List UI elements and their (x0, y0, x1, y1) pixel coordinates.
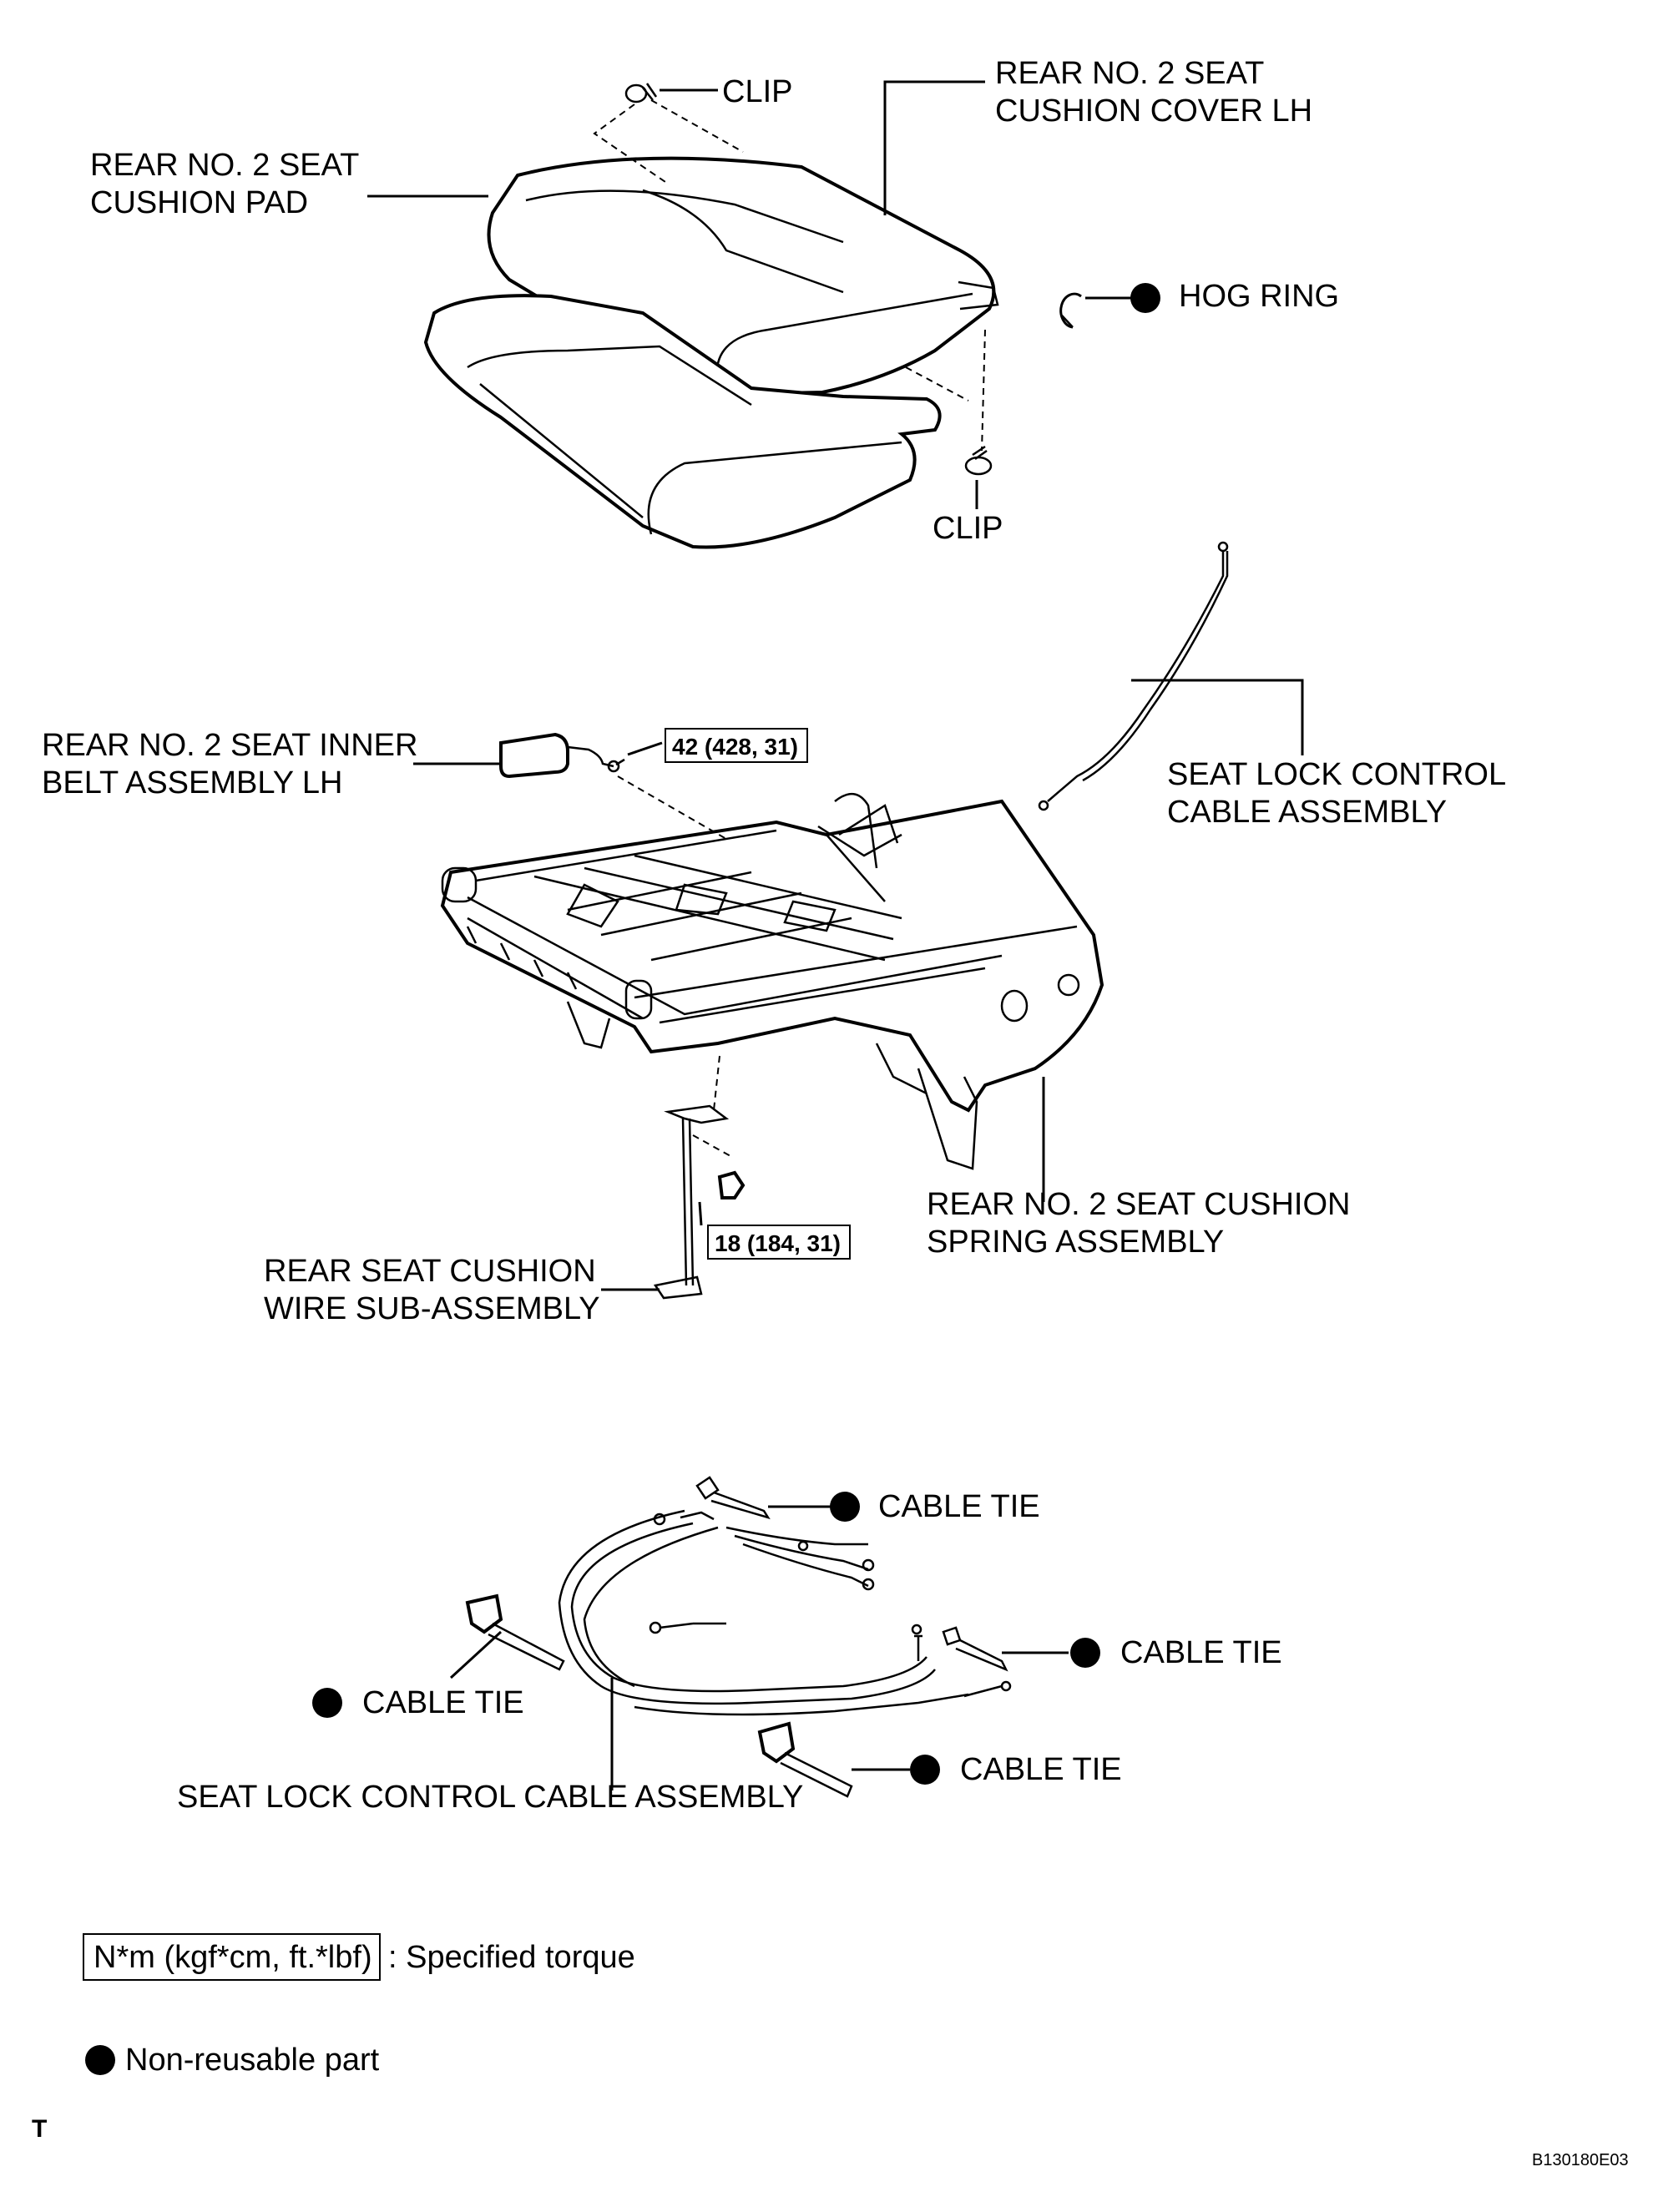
legend-nonreusable-text: Non-reusable part (125, 2043, 380, 2078)
cushion-cover-label-line2: CUSHION COVER LH (995, 93, 1312, 129)
cable-tie-3-icon (942, 1626, 1008, 1672)
clip-top-icon (624, 83, 658, 104)
upper-cable-label-line2: CABLE ASSEMBLY (1167, 795, 1447, 830)
seat-lock-control-cable-lower-illustration (558, 1509, 1012, 1716)
cable-tie-4-label: CABLE TIE (960, 1752, 1122, 1787)
torque-42-label: 42 (428, 31) (672, 734, 798, 760)
cushion-pad-label-line2: CUSHION PAD (90, 185, 308, 220)
legend-torque-box (83, 1933, 381, 1981)
seat-cushion-wire-illustration (653, 1104, 730, 1300)
legend-torque-desc: : Specified torque (388, 1940, 635, 1975)
wire-sub-assembly-label-line2: WIRE SUB-ASSEMBLY (264, 1291, 600, 1326)
clip-bottom-icon (964, 445, 993, 476)
nonreusable-dot-tie-4 (910, 1755, 940, 1785)
footer-figure-code: B130180E03 (1532, 2151, 1629, 2169)
wire-sub-assembly-label-line1: REAR SEAT CUSHION (264, 1254, 596, 1289)
seat-inner-belt-illustration (499, 732, 625, 779)
torque-box-42 (665, 728, 808, 763)
spring-assembly-label-line2: SPRING ASSEMBLY (927, 1225, 1224, 1260)
cable-tie-2-label: CABLE TIE (362, 1685, 524, 1720)
clip-bottom-label: CLIP (933, 511, 1003, 546)
cable-tie-4-icon (757, 1721, 853, 1798)
seat-cushion-pad-illustration (423, 294, 942, 549)
nut-18-icon (717, 1170, 746, 1199)
hog-ring-icon (1059, 292, 1082, 329)
cushion-cover-label-line1: REAR NO. 2 SEAT (995, 56, 1264, 91)
inner-belt-label-line2: BELT ASSEMBLY LH (42, 765, 342, 800)
footer-left-mark: T (32, 2115, 47, 2143)
cable-tie-1-label: CABLE TIE (878, 1489, 1040, 1524)
cable-tie-2-icon (465, 1593, 565, 1671)
seat-lock-control-cable-upper-illustration (1038, 541, 1229, 811)
torque-18-label: 18 (184, 31) (715, 1230, 841, 1256)
lower-cable-label: SEAT LOCK CONTROL CABLE ASSEMBLY (177, 1780, 803, 1815)
clip-top-label: CLIP (722, 74, 792, 109)
hog-ring-label: HOG RING (1179, 279, 1339, 314)
nonreusable-dot-tie-1 (830, 1492, 860, 1522)
legend-torque-box-text: N*m (kgf*cm, ft.*lbf) (94, 1940, 372, 1975)
leader-lines (367, 80, 1304, 1790)
spring-assembly-label-line1: REAR NO. 2 SEAT CUSHION (927, 1187, 1350, 1222)
nonreusable-dot-tie-2 (312, 1688, 342, 1718)
nonreusable-dot-hog-ring (1130, 283, 1160, 313)
legend-nonreusable-dot (85, 2045, 115, 2075)
inner-belt-label-line1: REAR NO. 2 SEAT INNER (42, 728, 417, 763)
nonreusable-dot-tie-3 (1070, 1638, 1100, 1668)
seat-cushion-spring-assembly-illustration (440, 793, 1104, 1170)
cable-tie-3-label: CABLE TIE (1120, 1635, 1282, 1670)
upper-cable-label-line1: SEAT LOCK CONTROL (1167, 757, 1506, 792)
cushion-pad-label-line1: REAR NO. 2 SEAT (90, 148, 359, 183)
torque-box-18 (707, 1225, 851, 1260)
cable-tie-1-icon (695, 1476, 771, 1520)
